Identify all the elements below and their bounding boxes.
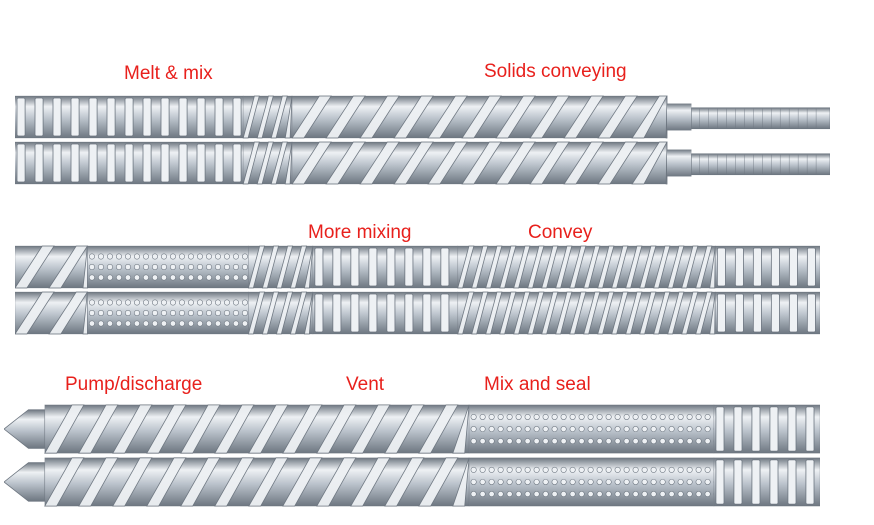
segment-flight-wide [291,95,668,139]
segment-mesh [468,404,720,454]
segment-flight-fine [457,245,716,289]
segment-flight-wide [15,291,89,335]
screw-pair-3-screw-1 [4,404,820,454]
segment-kneading [713,404,820,454]
screw-pair-2-screw-1 [15,245,820,289]
label-mix-and-seal: Mix and seal [484,374,591,395]
segment-kneading [15,141,244,185]
screw-pair-2-screw-2 [15,291,820,335]
label-melt-mix: Melt & mix [124,63,213,84]
segment-kneading [312,245,468,289]
label-solids-conveying: Solids conveying [484,61,627,82]
label-vent: Vent [346,374,385,395]
segment-shaft [667,149,830,177]
segment-kneading [715,291,820,335]
label-pump-discharge: Pump/discharge [65,374,203,395]
segment-flight-fine [247,245,314,289]
segment-mesh [87,291,249,335]
segment-flight-wide [44,457,470,507]
segment-mesh [87,245,249,289]
label-more-mixing: More mixing [308,222,412,243]
screw-pair-2 [15,245,820,335]
screw-pair-1-screw-2 [15,141,830,185]
segment-kneading [312,291,468,335]
segment-shaft [667,103,830,131]
segment-flight-wide [44,404,470,454]
label-convey: Convey [528,222,593,243]
segment-flight-fine [457,291,716,335]
screw-pair-3-screw-2 [4,457,820,507]
screw-pair-1 [15,95,830,185]
screw-pair-1-screw-1 [15,95,830,139]
segment-flight-fine [242,141,293,185]
segment-kneading [15,95,244,139]
segment-tip [4,409,46,449]
segment-flight-wide [291,141,668,185]
segment-mesh [468,457,720,507]
segment-kneading [715,245,820,289]
screw-pair-3 [4,404,820,507]
segment-kneading [713,457,820,507]
segment-flight-fine [242,95,293,139]
segment-flight-fine [247,291,314,335]
segment-tip [4,462,46,502]
segment-flight-wide [15,245,89,289]
